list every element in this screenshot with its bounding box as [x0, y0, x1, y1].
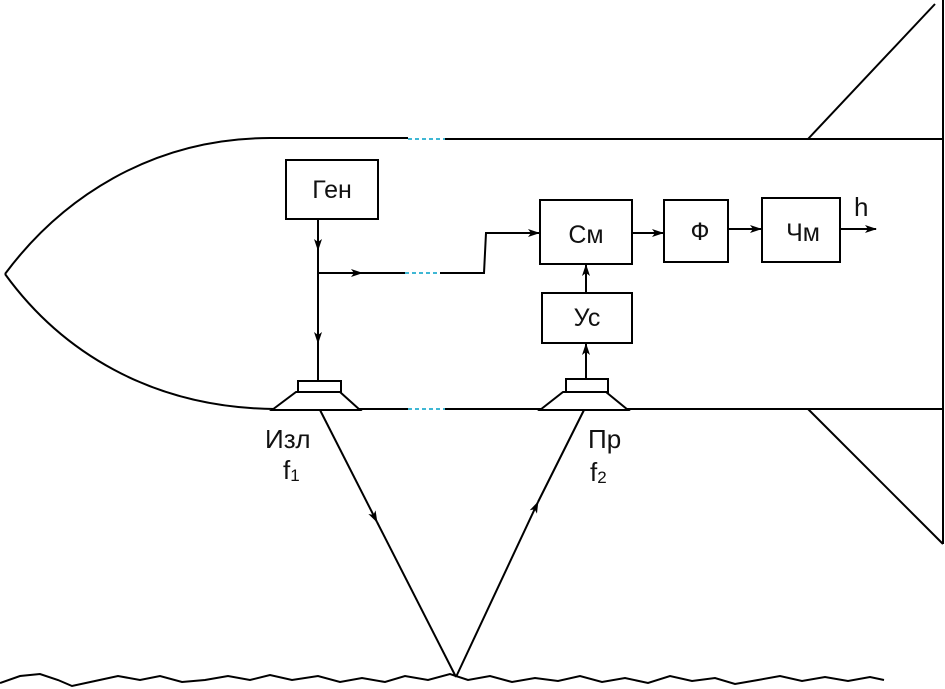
vehicle-hull [4, 0, 944, 545]
emitter-cap [297, 380, 342, 393]
receiver-freq-base: f [590, 457, 598, 487]
generator-label: Ген [312, 176, 352, 204]
emitter-freq-base: f [283, 455, 291, 485]
nose-upper-curve [4, 137, 408, 275]
emitter-transducer [269, 380, 363, 411]
receiver-horn [537, 391, 631, 411]
reflected-beam-arrow [455, 501, 539, 678]
reflected-beam [537, 409, 585, 503]
filter-label: Ф [690, 218, 709, 246]
emitter-freq-sub: 1 [290, 466, 299, 485]
emitter-frequency: f1 [283, 455, 300, 485]
emitter-horn [269, 391, 363, 411]
receiver-cap [565, 378, 609, 393]
receiver-freq-sub: 2 [597, 468, 606, 487]
frequency-meter-block [761, 197, 841, 263]
output-label: h [854, 192, 868, 222]
mixer-label: См [568, 221, 603, 249]
ground-surface [0, 672, 885, 688]
incident-beam [376, 521, 457, 678]
nose-lower-curve [4, 273, 276, 410]
frequency-meter-label: Чм [786, 219, 820, 247]
generator-block [285, 159, 379, 220]
upper-fin [807, 3, 936, 140]
filter-block [663, 199, 729, 263]
emitter-label: Изл [265, 424, 311, 454]
break-marks [405, 138, 445, 410]
receiver-label: Пр [588, 424, 621, 454]
incident-beam-arrow [319, 409, 378, 523]
amplifier-label: Ус [574, 304, 601, 332]
mixer-block [539, 199, 633, 265]
reference-to-mixer-arrow [440, 229, 540, 274]
receiver-transducer [537, 378, 631, 411]
receiver-frequency: f2 [590, 457, 607, 487]
lower-fin [807, 408, 944, 545]
